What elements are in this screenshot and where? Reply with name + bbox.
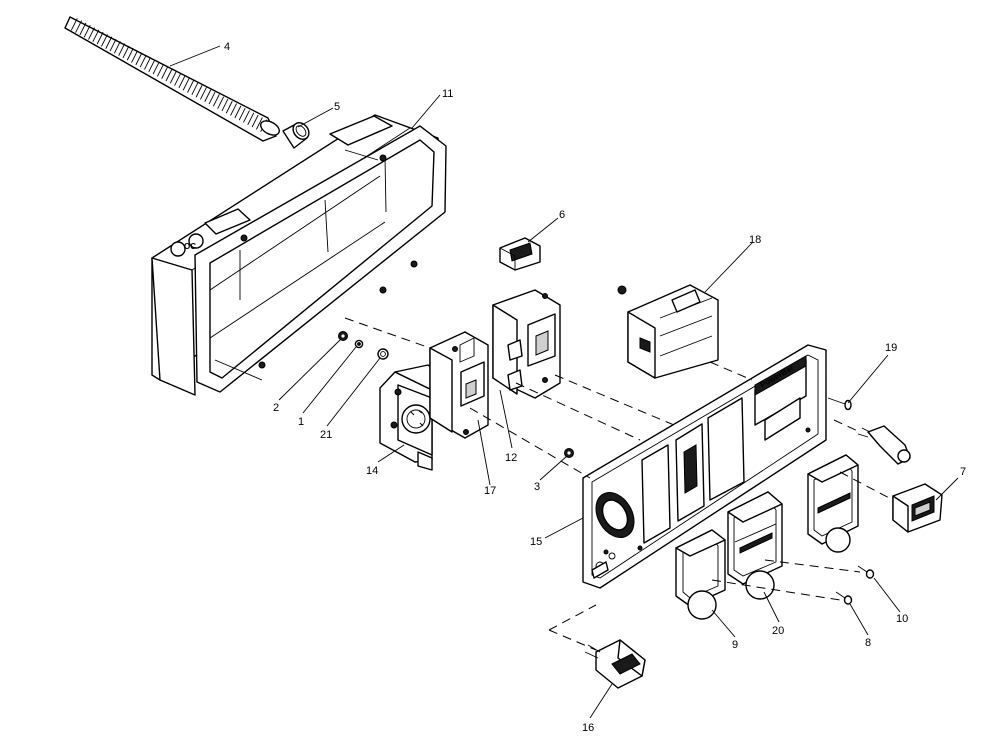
part-15-control-panel <box>582 344 827 589</box>
callout-4: 4 <box>224 41 230 53</box>
callout-1: 1 <box>298 416 304 428</box>
part-7-module <box>892 483 943 533</box>
part-9-outlet-cover <box>675 529 726 620</box>
callout-14: 14 <box>366 465 378 477</box>
conduit-rib <box>169 71 177 84</box>
conduit-rib <box>191 82 199 96</box>
part-14-twist-lock-receptacle <box>379 364 446 471</box>
part-18-breaker-assembly <box>617 284 719 379</box>
part-6-connector <box>499 237 541 271</box>
part-1-lock-washer <box>354 339 364 349</box>
conduit-rib <box>122 45 130 59</box>
conduit-rib <box>156 64 164 77</box>
callout-17: 17 <box>484 485 496 497</box>
callout-18: 18 <box>749 234 761 246</box>
callout-21: 21 <box>320 429 332 441</box>
conduit-rib <box>165 68 173 82</box>
conduit-rib <box>243 110 250 123</box>
conduit-rib <box>182 78 190 91</box>
part-17-gfci-receptacle <box>429 331 489 439</box>
conduit-rib <box>144 57 151 70</box>
callout-20: 20 <box>772 625 784 637</box>
part-4-flex-conduit <box>64 16 280 142</box>
conduit-rib <box>221 98 229 112</box>
conduit-rib <box>79 22 87 36</box>
conduit-rib <box>113 41 121 54</box>
assembly-lines <box>344 317 894 651</box>
conduit-rib <box>152 61 160 75</box>
conduit-rib <box>217 96 225 109</box>
part-3-nut <box>564 448 574 458</box>
part-21-flat-washer <box>377 348 389 360</box>
callout-15: 15 <box>530 536 542 548</box>
conduit-rib <box>234 105 242 119</box>
conduit-rib <box>101 34 108 47</box>
part-5-bushing <box>282 122 310 149</box>
callout-10: 10 <box>896 613 908 625</box>
conduit-rib <box>208 91 216 105</box>
part-8-screw <box>835 591 853 605</box>
conduit-rib <box>118 43 126 56</box>
conduit-rib <box>92 29 100 43</box>
part-12-gfci-receptacle <box>492 289 561 399</box>
conduit-rib <box>195 84 203 98</box>
part-16-rocker-switch <box>584 639 646 689</box>
callout-2: 2 <box>273 402 279 414</box>
part-19-screw <box>827 397 852 411</box>
conduit-rib <box>135 52 143 66</box>
callout-5: 5 <box>334 101 340 113</box>
box-knockout-label: OC <box>184 242 196 251</box>
conduit-rib <box>96 31 104 45</box>
conduit-rib <box>75 20 83 33</box>
indicator-assembly <box>857 425 911 465</box>
conduit-rib <box>230 103 237 116</box>
callout-labels: 4 5 11 6 18 19 7 10 8 9 20 15 3 12 17 14… <box>224 41 966 734</box>
callout-11: 11 <box>442 88 453 100</box>
callout-8: 8 <box>865 637 871 649</box>
conduit-rib <box>178 75 186 89</box>
conduit-rib <box>174 73 182 86</box>
callout-9: 9 <box>732 639 738 651</box>
conduit-rib <box>70 18 78 31</box>
callout-7: 7 <box>960 466 966 478</box>
part-2-nut <box>338 331 348 341</box>
part-20-outlet-cover-right <box>807 454 859 553</box>
conduit-rib <box>251 114 259 128</box>
callout-19: 19 <box>885 342 897 354</box>
conduit-rib <box>200 87 207 100</box>
conduit-rib <box>238 107 246 121</box>
conduit-rib <box>204 89 212 102</box>
conduit-rib <box>161 66 169 79</box>
conduit-rib <box>187 80 194 93</box>
conduit-rib <box>247 112 255 125</box>
callout-6: 6 <box>559 209 565 221</box>
conduit-rib <box>131 50 138 63</box>
conduit-rib <box>88 27 95 40</box>
callout-12: 12 <box>505 452 517 464</box>
callout-3: 3 <box>534 481 540 493</box>
part-20-outlet-cover <box>727 491 783 600</box>
part-11-outlet-box <box>151 114 447 396</box>
part-10-screw <box>857 565 875 579</box>
callout-16: 16 <box>582 722 594 734</box>
conduit-rib <box>225 101 233 114</box>
conduit-rib <box>109 38 117 52</box>
conduit-rib <box>83 25 91 38</box>
conduit-rib <box>126 48 134 61</box>
conduit-rib <box>148 59 156 72</box>
conduit-rib <box>212 94 220 107</box>
conduit-rib <box>255 117 263 130</box>
conduit-rib <box>105 36 113 49</box>
conduit-rib <box>139 54 147 68</box>
leader-lines <box>169 45 959 719</box>
